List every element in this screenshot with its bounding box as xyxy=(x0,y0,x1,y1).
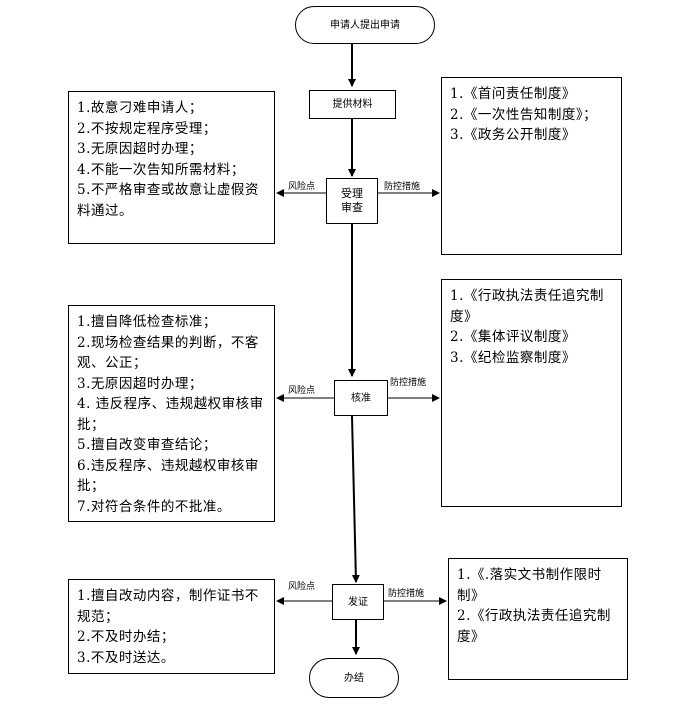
verify-label: 核准 xyxy=(351,392,371,404)
risk-item: 4. 违反程序、违规越权审核审批； xyxy=(77,396,264,433)
accept-label: 受理 审查 xyxy=(341,186,363,214)
risk-label-verify: 风险点 xyxy=(288,386,316,396)
control-item: 3.《纪检监察制度》 xyxy=(450,349,576,366)
control-item: 1.《首问责任制度》 xyxy=(450,86,576,102)
risk-label-issue: 风险点 xyxy=(288,582,316,592)
control-label-issue: 防控措施 xyxy=(388,589,425,599)
risk-item: 2.不按规定程序受理； xyxy=(77,120,217,137)
end-label: 办结 xyxy=(344,672,364,684)
risk-item: 5.不严格审查或故意让虚假资料通过。 xyxy=(77,182,259,219)
risk-item: 1.故意刁难申请人； xyxy=(77,100,203,116)
risk-box-issue: 1.擅自改动内容，制作证书不规范； 2.不及时办结； 3.不及时送达。 xyxy=(68,579,275,674)
risk-box-verify: 1.擅自降低检查标准； 2.现场检查结果的判断，不客观、公正； 3.无原因超时办… xyxy=(68,305,275,522)
risk-item: 3.无原因超时办理； xyxy=(77,375,203,392)
risk-item: 2.不及时办结； xyxy=(77,629,175,645)
control-box-accept: 1.《首问责任制度》 2.《一次性告知制度》； 3.《政务公开制度》 xyxy=(441,77,622,255)
risk-item: 4.不能一次告知所需材料； xyxy=(77,161,245,178)
provide-materials-node: 提供材料 xyxy=(309,90,396,119)
control-label-verify: 防控措施 xyxy=(390,378,427,388)
risk-item: 6.违反程序、违规越权审核审批； xyxy=(77,457,259,495)
control-item: 3.《政务公开制度》 xyxy=(450,127,576,143)
control-item: 2.《一次性告知制度》； xyxy=(450,106,598,123)
issue-label: 发证 xyxy=(348,596,368,608)
end-node: 办结 xyxy=(309,658,399,698)
risk-item: 2.现场检查结果的判断，不客观、公正； xyxy=(77,334,259,372)
arrow-verify-to-issue xyxy=(351,415,360,583)
control-box-verify: 1.《行政执法责任追究制度》 2.《集体评议制度》 3.《纪检监察制度》 xyxy=(441,279,622,507)
control-label-accept: 防控措施 xyxy=(384,182,421,192)
risk-item: 1.擅自改动内容，制作证书不规范； xyxy=(77,588,259,625)
risk-item: 1.擅自降低检查标准； xyxy=(77,314,217,330)
control-item: 1.《.落实文书制作限时制》 xyxy=(457,567,602,604)
risk-item: 3.不及时送达。 xyxy=(77,649,175,666)
verify-node: 核准 xyxy=(334,380,388,416)
start-node: 申请人提出申请 xyxy=(295,6,435,44)
control-item: 2.《集体评议制度》 xyxy=(450,329,576,345)
risk-item: 5.擅自改变审查结论； xyxy=(77,437,217,453)
issue-certificate-node: 发证 xyxy=(332,584,384,620)
provide-label: 提供材料 xyxy=(332,99,373,110)
risk-label-accept: 风险点 xyxy=(288,182,316,192)
control-box-issue: 1.《.落实文书制作限时制》 2.《行政执法责任追究制度》 xyxy=(448,558,628,680)
start-label: 申请人提出申请 xyxy=(330,19,400,31)
risk-box-accept: 1.故意刁难申请人； 2.不按规定程序受理； 3.无原因超时办理； 4.不能一次… xyxy=(68,91,275,244)
control-item: 1.《行政执法责任追究制度》 xyxy=(450,288,604,325)
risk-item: 3.无原因超时办理； xyxy=(77,141,203,157)
risk-item: 7.对符合条件的不批准。 xyxy=(77,498,231,515)
accept-review-node: 受理 审查 xyxy=(326,178,378,224)
control-item: 2.《行政执法责任追究制度》 xyxy=(457,608,611,645)
